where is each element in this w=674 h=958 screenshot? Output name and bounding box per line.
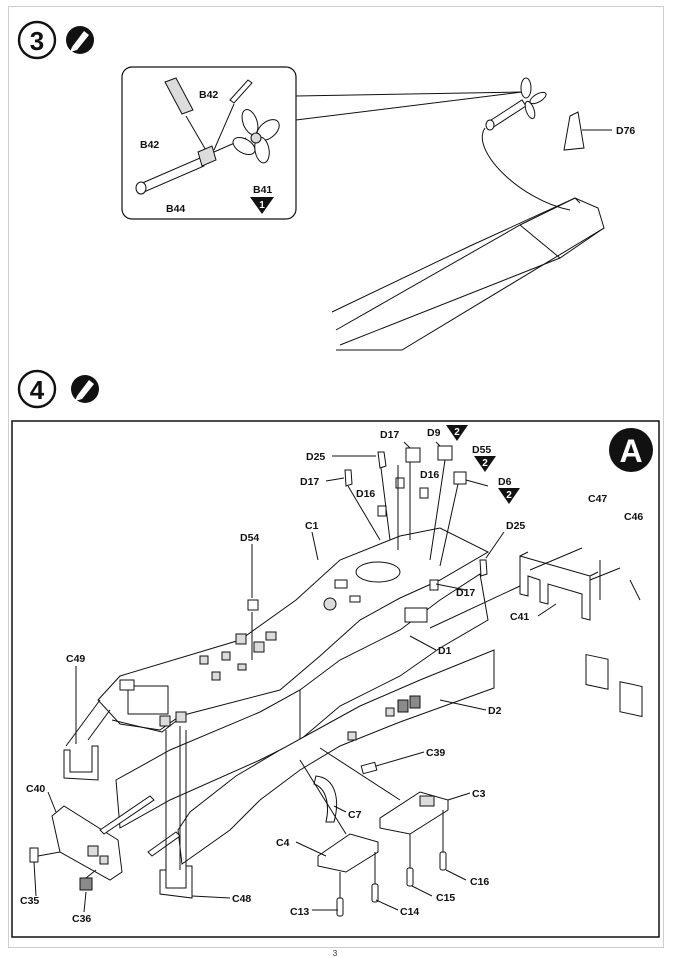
part-c4-mount xyxy=(317,833,379,873)
step-3: 3 xyxy=(17,20,94,60)
part-c49-bracket xyxy=(63,745,99,781)
label-c41: C41 xyxy=(510,611,529,623)
part-c35 xyxy=(29,847,39,863)
step-4: 4 xyxy=(17,369,99,409)
svg-text:2: 2 xyxy=(506,490,512,501)
part-c39 xyxy=(360,761,378,775)
page-frame xyxy=(8,6,664,948)
d9-marker: 2 xyxy=(446,425,468,441)
label-c39: C39 xyxy=(426,747,445,759)
page-number: 3 xyxy=(333,949,338,958)
label-c35: C35 xyxy=(20,895,39,907)
label-c49: C49 xyxy=(66,653,85,665)
label-c14: C14 xyxy=(400,906,419,918)
label-d1: D1 xyxy=(438,645,452,657)
d55-marker: 2 xyxy=(474,456,496,472)
b41-marker-triangle xyxy=(250,197,274,214)
label-c47: C47 xyxy=(588,493,607,505)
part-c36 xyxy=(79,877,93,891)
step-4-number: 4 xyxy=(30,375,45,405)
part-b41-propeller xyxy=(232,109,280,164)
part-b42-rod xyxy=(164,77,208,153)
label-b41: B41 xyxy=(253,184,272,196)
label-b44: B44 xyxy=(166,203,185,215)
label-c16: C16 xyxy=(470,876,489,888)
label-c4: C4 xyxy=(276,837,290,849)
label-c1: C1 xyxy=(305,520,319,532)
part-d76-fin xyxy=(563,111,585,151)
part-c46-plate xyxy=(619,681,643,718)
step-4-frame xyxy=(11,420,660,938)
svg-text:2: 2 xyxy=(482,458,488,469)
part-c40-bow xyxy=(51,805,123,881)
label-c15: C15 xyxy=(436,892,455,904)
label-leaders xyxy=(33,441,557,913)
label-c3: C3 xyxy=(472,788,486,800)
label-c40: C40 xyxy=(26,783,45,795)
part-b42-blade xyxy=(213,79,253,151)
part-c47-plate xyxy=(585,653,609,690)
step-3-detail-inset: B42 B42 B44 B41 1 xyxy=(121,66,523,220)
label-d16-b: D16 xyxy=(356,488,375,500)
label-d55: D55 xyxy=(472,444,491,456)
label-d2: D2 xyxy=(488,705,502,717)
part-b44-shaft xyxy=(135,137,247,195)
step-3-number: 3 xyxy=(30,26,44,56)
label-d17-top: D17 xyxy=(380,429,399,441)
part-d54 xyxy=(247,599,259,611)
label-d25-right: D25 xyxy=(506,520,525,532)
step-4-badge xyxy=(17,369,57,409)
label-c46: C46 xyxy=(624,511,643,523)
cement-glue-icon xyxy=(71,375,99,403)
label-d17-right: D17 xyxy=(456,587,475,599)
cement-glue-icon xyxy=(66,26,94,54)
part-c3-mount xyxy=(379,791,449,835)
step-3-badge xyxy=(17,20,57,60)
label-d17-left: D17 xyxy=(300,476,319,488)
support-pins xyxy=(336,851,447,917)
part-c7-brace xyxy=(313,775,337,823)
svg-text:2: 2 xyxy=(454,427,460,438)
small-d-parts xyxy=(247,445,488,775)
label-c48: C48 xyxy=(232,893,251,905)
label-c13: C13 xyxy=(290,906,309,918)
label-c36: C36 xyxy=(72,913,91,925)
label-b42-left: B42 xyxy=(140,139,159,151)
b41-marker-number: 1 xyxy=(259,200,265,211)
assembly-lines xyxy=(37,459,641,898)
part-d2-side xyxy=(177,649,495,865)
label-c7: C7 xyxy=(348,809,362,821)
label-d16-a: D16 xyxy=(420,469,439,481)
label-d6: D6 xyxy=(498,476,512,488)
label-b42-right: B42 xyxy=(199,89,218,101)
part-c1-deck xyxy=(97,527,490,733)
label-d25-left: D25 xyxy=(306,451,325,463)
label-d54: D54 xyxy=(240,532,259,544)
part-c48-bracket xyxy=(159,865,193,899)
d6-marker: 2 xyxy=(498,488,520,504)
hull-stern: D76 xyxy=(331,77,635,351)
label-d76: D76 xyxy=(616,125,635,137)
label-d9: D9 xyxy=(427,427,441,439)
svg-text:A: A xyxy=(619,433,642,469)
part-c41-frame xyxy=(519,551,599,621)
view-a-marker: A xyxy=(609,428,653,472)
